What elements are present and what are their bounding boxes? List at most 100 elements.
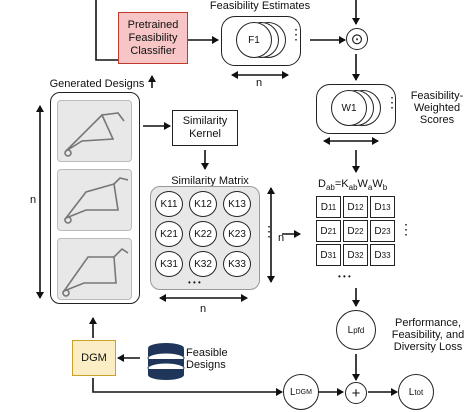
arrow-dgm-to-ldgm [92, 378, 283, 396]
w1-label: W1 [341, 102, 357, 114]
f1-circle: F1 [236, 22, 272, 58]
d-cell-sub: 12 [354, 202, 364, 212]
feasible-line-1: Feasible [186, 347, 228, 359]
w1-vertical-ellipsis: ⋮ [385, 94, 399, 110]
similarity-cell: K31 [155, 251, 183, 277]
elementwise-product-node: ⊙ [346, 28, 368, 50]
arrow-designs-to-classifier-line [95, 0, 118, 61]
bike-image-3 [57, 238, 132, 300]
similarity-kernel-box: Similarity Kernel [172, 110, 238, 146]
d-formula-base: D [318, 178, 326, 190]
odot-symbol: ⊙ [350, 31, 364, 48]
d-cell-sub: 21 [327, 226, 337, 236]
sim-vertical-ellipsis: ⋮ [262, 223, 276, 239]
bike-image-2 [57, 169, 132, 231]
d-cell-sub: 33 [381, 250, 391, 260]
bike-icon [61, 247, 129, 297]
d-formula-w2: W [372, 178, 383, 190]
l-tot-sub: tot [414, 387, 424, 397]
d-cell-base: D [320, 201, 328, 213]
f1-n-label: n [255, 77, 263, 89]
pfd-label-3: Diversity Loss [393, 341, 463, 353]
sim-horizontal-ellipsis: • • • [188, 278, 201, 287]
d-formula-sub4: b [382, 183, 388, 193]
kernel-line-1: Similarity [182, 115, 228, 127]
l-dgm-sub: DGM [295, 388, 312, 396]
d-cell-base: D [347, 225, 355, 237]
l-pfd-base: L [347, 324, 354, 336]
d-cell-sub: 32 [354, 250, 364, 260]
d-formula-eq: =K [334, 178, 349, 190]
similarity-cell: K22 [189, 221, 217, 247]
d-cell-sub: 13 [381, 202, 391, 212]
kernel-line-2: Kernel [189, 128, 221, 140]
generated-designs-title: Generated Designs [49, 78, 145, 90]
d-cell-base: D [347, 249, 355, 261]
sim-right-n-label: n [277, 232, 285, 244]
classifier-box: Pretrained Feasibility Classifier [118, 12, 188, 64]
similarity-cell: K32 [189, 251, 217, 277]
similarity-cell: K33 [223, 251, 251, 277]
dgm-box: DGM [72, 340, 116, 376]
weighted-scores-label: Feasibility- Weighted Scores [401, 90, 473, 126]
d-cell-base: D [374, 249, 382, 261]
similarity-cell: K11 [155, 191, 183, 217]
pfd-label-1: Performance, [394, 317, 462, 329]
weighted-label-2: Weighted [413, 102, 461, 114]
feasible-designs-label: Feasible Designs [186, 347, 236, 371]
d-cell-sub: 11 [327, 202, 337, 212]
d-formula-w: W [357, 178, 368, 190]
d-cell-base: D [320, 249, 328, 261]
d-vertical-ellipsis: ⋮ [399, 221, 413, 237]
d-cell-sub: 31 [327, 250, 337, 260]
d-cell-base: D [374, 201, 382, 213]
database-icon [147, 343, 185, 380]
similarity-cell: K12 [189, 191, 217, 217]
classifier-line-3: Classifier [130, 44, 176, 57]
d-formula-sub: ab [325, 183, 335, 193]
plus-symbol: + [351, 384, 361, 402]
l-tot-base: L [408, 386, 415, 398]
bike-image-1 [57, 100, 132, 162]
d-formula-sub2: ab [348, 183, 358, 193]
similarity-cell: K21 [155, 221, 183, 247]
bike-icon [63, 177, 129, 224]
sim-bottom-n-label: n [199, 303, 207, 315]
d-horizontal-ellipsis: • • • [338, 272, 351, 281]
d-cell-sub: 23 [381, 226, 391, 236]
feasible-line-2: Designs [186, 359, 226, 371]
similarity-matrix-title: Similarity Matrix [171, 175, 249, 187]
d-cell-sub: 22 [354, 226, 364, 236]
f1-vertical-ellipsis: ⋮ [289, 26, 303, 42]
similarity-cell: K13 [223, 191, 251, 217]
dgm-label: DGM [81, 351, 107, 364]
d-formula: Dab=KabWaWb [318, 178, 387, 192]
classifier-line-2: Feasibility [128, 31, 178, 44]
d-cell-base: D [320, 225, 328, 237]
sum-node: + [345, 382, 367, 404]
d-formula-sub3: a [367, 183, 373, 193]
pfd-loss-label: Performance, Feasibility, and Diversity … [382, 317, 474, 353]
l-pfd-sub: pfd [353, 325, 365, 335]
d-cell-base: D [347, 201, 355, 213]
similarity-cell: K23 [223, 221, 251, 247]
feasibility-estimates-title: Feasibility Estimates [209, 0, 311, 12]
w1-circle: W1 [331, 90, 367, 126]
bike-icon [64, 112, 125, 157]
d-cell-base: D [374, 225, 382, 237]
l-dgm-base: L [290, 386, 296, 398]
pfd-label-2: Feasibility, and [391, 329, 465, 341]
